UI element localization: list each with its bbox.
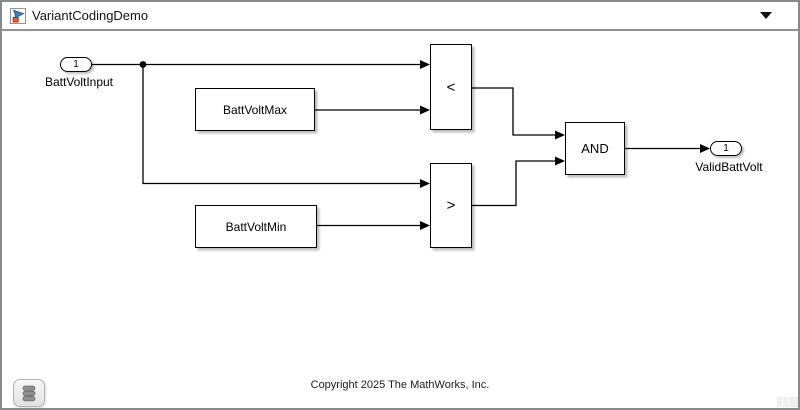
outport-block[interactable]: 1	[710, 141, 742, 156]
wire-max-to-lt[interactable]	[315, 105, 430, 115]
less-than-operator: <	[446, 78, 456, 96]
inport-label[interactable]: BattVoltInput	[44, 75, 114, 89]
branch-point	[139, 61, 147, 68]
outport-label[interactable]: ValidBattVolt	[695, 160, 763, 174]
chevron-down-icon[interactable]	[760, 12, 772, 19]
greater-than-operator: >	[446, 197, 456, 214]
wire-gt-to-and[interactable]	[472, 156, 565, 207]
scrollbar-corner-grip	[783, 397, 788, 407]
scrollbar-corner-grip	[777, 397, 782, 407]
battvoltmin-label: BattVoltMin	[225, 219, 287, 234]
wire-inport-branch-to-gt[interactable]	[139, 61, 430, 188]
less-than-block[interactable]: <	[430, 44, 472, 130]
battvoltmax-label: BattVoltMax	[222, 102, 288, 117]
inport-block[interactable]: 1	[60, 57, 92, 72]
battvoltmax-block[interactable]: BattVoltMax	[195, 88, 315, 131]
model-title-bar: VariantCodingDemo	[2, 2, 798, 31]
wire-lt-to-and[interactable]	[472, 87, 565, 140]
and-block[interactable]: AND	[565, 122, 625, 175]
battvoltmin-block[interactable]: BattVoltMin	[195, 205, 317, 248]
wire-and-to-outport[interactable]	[625, 144, 710, 153]
wire-min-to-gt[interactable]	[317, 221, 430, 230]
and-label: AND	[581, 141, 609, 156]
scrollbar-corner-grip	[789, 397, 798, 407]
wire-inport-to-lt[interactable]	[92, 60, 430, 69]
model-title: VariantCodingDemo	[32, 8, 149, 23]
simulink-model-icon	[10, 7, 26, 24]
legend-button[interactable]	[13, 379, 45, 407]
outport-number: 1	[723, 143, 729, 154]
greater-than-block[interactable]: >	[430, 163, 472, 248]
copyright-annotation: Copyright 2025 The MathWorks, Inc.	[310, 379, 490, 391]
database-stack-icon	[22, 385, 36, 402]
inport-number: 1	[73, 59, 79, 70]
